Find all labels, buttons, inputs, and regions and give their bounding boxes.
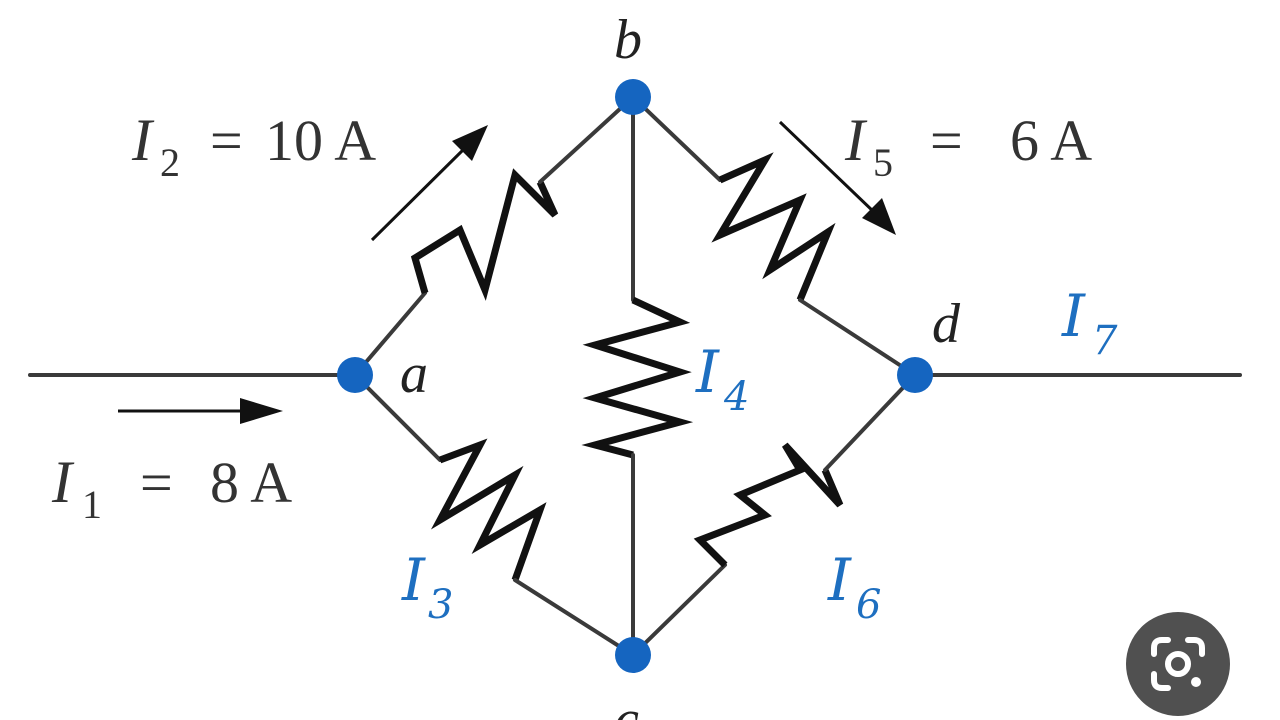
resistor-c-d xyxy=(693,442,844,568)
node-d xyxy=(897,357,933,393)
svg-text:5: 5 xyxy=(873,140,893,185)
svg-text:I: I xyxy=(695,338,720,406)
label-i4: I 4 xyxy=(695,338,749,420)
svg-text:6 A: 6 A xyxy=(1010,108,1092,173)
lens-search-button[interactable] xyxy=(1126,612,1230,716)
svg-text:10 A: 10 A xyxy=(265,108,376,173)
svg-text:I: I xyxy=(51,449,75,515)
svg-text:I: I xyxy=(1061,282,1086,350)
label-i2: I 2 = 10 A xyxy=(131,107,376,185)
label-i5: I 5 = 6 A xyxy=(844,107,1092,185)
svg-text:I: I xyxy=(401,546,426,614)
arrow-i2 xyxy=(370,125,488,242)
branch-b-c xyxy=(581,95,694,657)
label-i1: I 1 = 8 A xyxy=(51,449,292,527)
svg-text:=: = xyxy=(930,108,963,173)
svg-text:=: = xyxy=(140,450,173,515)
label-i7: I 7 xyxy=(1061,282,1118,364)
node-c xyxy=(615,637,651,673)
google-lens-icon xyxy=(1151,637,1205,691)
svg-text:I: I xyxy=(827,546,852,614)
arrow-i1 xyxy=(118,398,283,424)
resistor-a-b xyxy=(410,168,559,301)
resistor-b-c xyxy=(581,296,694,459)
label-i3: I 3 xyxy=(401,546,453,628)
branch-a-c xyxy=(353,373,635,657)
node-label-c: c xyxy=(614,689,639,720)
label-i6: I 6 xyxy=(827,546,881,628)
node-label-b: b xyxy=(614,9,642,71)
svg-text:=: = xyxy=(210,108,243,173)
node-b xyxy=(615,79,651,115)
svg-text:2: 2 xyxy=(160,140,180,185)
svg-text:I: I xyxy=(844,107,868,173)
svg-text:3: 3 xyxy=(428,582,453,628)
arrow-i5 xyxy=(778,120,896,235)
node-a xyxy=(337,357,373,393)
node-label-d: d xyxy=(932,293,961,355)
branch-a-b xyxy=(353,95,635,377)
resistor-a-c xyxy=(430,438,547,582)
branch-c-d xyxy=(631,373,917,657)
svg-text:I: I xyxy=(131,107,155,173)
node-label-a: a xyxy=(400,343,428,405)
svg-text:8 A: 8 A xyxy=(210,450,292,515)
resistor-b-d xyxy=(711,152,836,302)
svg-text:1: 1 xyxy=(82,482,102,527)
svg-text:4: 4 xyxy=(723,374,749,420)
branch-b-d xyxy=(631,95,917,377)
svg-text:7: 7 xyxy=(1092,318,1118,364)
svg-text:6: 6 xyxy=(856,582,881,628)
